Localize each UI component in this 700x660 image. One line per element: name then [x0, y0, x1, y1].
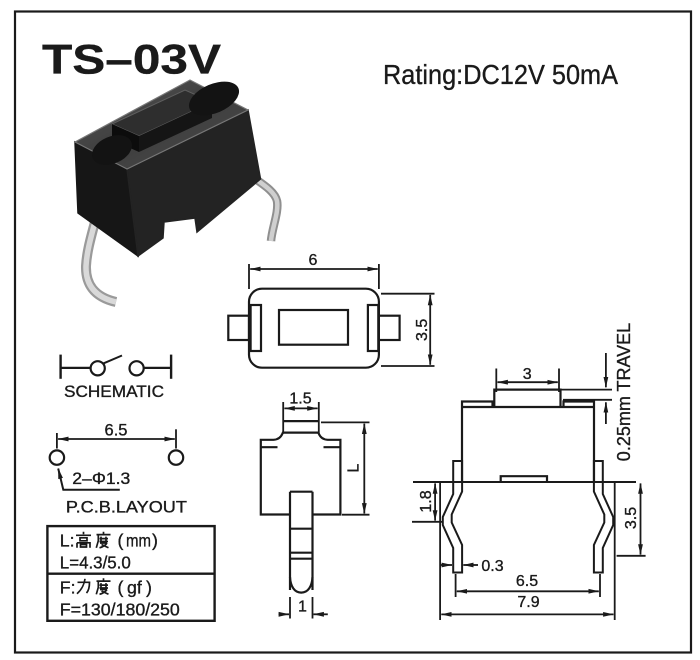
svg-text:0.3: 0.3 [481, 558, 503, 575]
svg-text:L: L [345, 463, 362, 472]
svg-text:L:: L: [60, 531, 75, 551]
svg-text:3.5: 3.5 [623, 507, 640, 529]
svg-text:L=4.3/5.0: L=4.3/5.0 [60, 552, 131, 572]
svg-text:(: ( [118, 531, 124, 551]
svg-text:3.5: 3.5 [414, 319, 431, 341]
svg-text:(: ( [118, 577, 124, 597]
svg-text:1.8: 1.8 [418, 490, 435, 512]
svg-text:6: 6 [309, 252, 318, 269]
svg-text:gf: gf [127, 577, 142, 597]
svg-text:Rating:DC12V 50mA: Rating:DC12V 50mA [383, 59, 618, 90]
svg-text:0.25mm TRAVEL: 0.25mm TRAVEL [614, 323, 634, 461]
svg-text:): ) [146, 577, 152, 597]
svg-text:F=130/180/250: F=130/180/250 [60, 599, 180, 619]
svg-text:TS–03V: TS–03V [42, 35, 221, 82]
svg-text:1: 1 [298, 599, 307, 616]
svg-text:6.5: 6.5 [105, 421, 128, 439]
svg-text:mm: mm [126, 531, 151, 551]
svg-text:7.9: 7.9 [517, 594, 539, 611]
svg-text:1.5: 1.5 [289, 391, 311, 408]
svg-text:F:: F: [60, 577, 76, 597]
svg-text:2–Φ1.3: 2–Φ1.3 [72, 470, 130, 488]
svg-text:6.5: 6.5 [516, 573, 538, 590]
svg-text:): ) [152, 531, 158, 551]
svg-text:SCHEMATIC: SCHEMATIC [64, 383, 164, 401]
svg-text:3: 3 [523, 366, 532, 383]
svg-text:P.C.B.LAYOUT: P.C.B.LAYOUT [66, 498, 187, 516]
